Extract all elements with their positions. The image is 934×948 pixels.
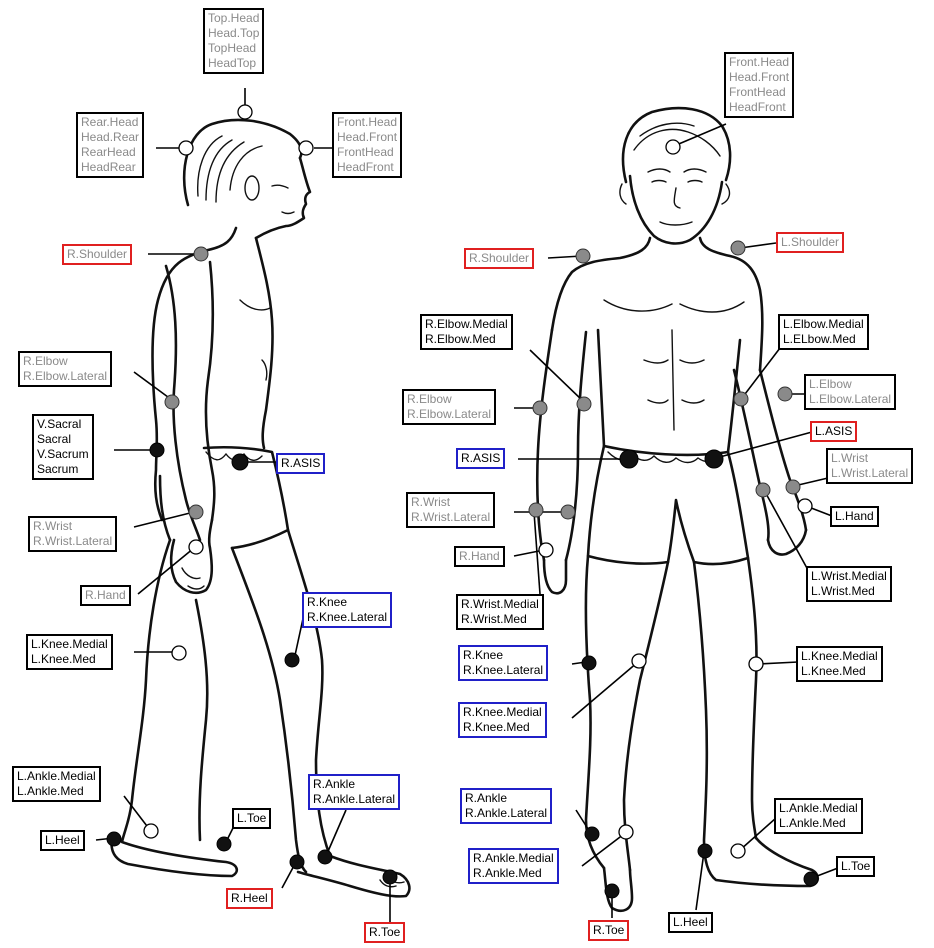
side-l-ankle-medial-marker [144,824,158,838]
front-r-ankle-medial-marker [619,825,633,839]
side-l-knee-medial-marker [172,646,186,660]
front-label-l-wrist: L.Wrist L.Wrist.Lateral [826,448,913,484]
side-label-l-ankle-medial: L.Ankle.Medial L.Ankle.Med [12,766,101,802]
side-label-r-elbow: R.Elbow R.Elbow.Lateral [18,351,112,387]
front-label-l-elbow-medial: L.Elbow.Medial L.ELbow.Med [778,314,869,350]
side-l-heel-marker [107,832,121,846]
front-label-r-elbow: R.Elbow R.Elbow.Lateral [402,389,496,425]
front-r-knee-marker [582,656,596,670]
front-front-head-marker [666,140,680,154]
front-label-r-knee: R.Knee R.Knee.Lateral [458,645,548,681]
front-label-r-wrist-medial: R.Wrist.Medial R.Wrist.Med [456,594,544,630]
side-label-r-wrist: R.Wrist R.Wrist.Lateral [28,516,117,552]
side-r-shoulder-marker [194,247,208,261]
front-label-l-toe: L.Toe [836,856,875,877]
side-r-ankle-marker [318,850,332,864]
front-l-toe-marker [804,872,818,886]
side-front-head-marker [299,141,313,155]
side-r-elbow-marker [165,395,179,409]
front-r-elbow-medial-marker [577,397,591,411]
front-label-r-ankle-medial: R.Ankle.Medial R.Ankle.Med [468,848,559,884]
side-r-toe-marker [383,870,397,884]
side-r-knee-marker [285,653,299,667]
front-r-elbow-marker [533,401,547,415]
front-l-knee-medial-marker [749,657,763,671]
front-r-ankle-marker [585,827,599,841]
front-label-l-knee-medial: L.Knee.Medial L.Knee.Med [796,646,883,682]
front-r-wrist-marker [529,503,543,517]
front-label-l-shoulder: L.Shoulder [776,232,844,253]
side-label-r-ankle: R.Ankle R.Ankle.Lateral [308,774,400,810]
side-label-r-heel: R.Heel [226,888,273,909]
side-label-l-heel: L.Heel [40,830,85,851]
front-label-l-asis: L.ASIS [810,421,857,442]
side-label-v-sacral: V.Sacral Sacral V.Sacrum Sacrum [32,414,94,480]
side-label-r-knee: R.Knee R.Knee.Lateral [302,592,392,628]
side-label-r-toe: R.Toe [364,922,405,943]
front-label-r-knee-medial: R.Knee.Medial R.Knee.Med [458,702,547,738]
side-label-l-toe: L.Toe [232,808,271,829]
front-label-r-wrist: R.Wrist R.Wrist.Lateral [406,492,495,528]
side-label-rear-head: Rear.Head Head.Rear RearHead HeadRear [76,112,144,178]
front-label-r-toe: R.Toe [588,920,629,941]
side-v-sacral-marker [150,443,164,457]
front-label-r-shoulder: R.Shoulder [464,248,534,269]
front-r-hand-marker [539,543,553,557]
side-label-front-head: Front.Head Head.Front FrontHead HeadFron… [332,112,402,178]
front-r-shoulder-marker [576,249,590,263]
front-label-front-head: Front.Head Head.Front FrontHead HeadFron… [724,52,794,118]
front-r-asis-marker [620,450,638,468]
front-l-elbow-medial-marker [734,392,748,406]
front-label-l-heel: L.Heel [668,912,713,933]
side-label-r-hand: R.Hand [80,585,131,606]
front-r-knee-medial-marker [632,654,646,668]
front-label-r-ankle: R.Ankle R.Ankle.Lateral [460,788,552,824]
front-l-elbow-marker [778,387,792,401]
side-r-wrist-marker [189,505,203,519]
front-label-r-hand: R.Hand [454,546,505,567]
front-l-hand-marker [798,499,812,513]
side-rear-head-marker [179,141,193,155]
front-l-ankle-medial-marker [731,844,745,858]
side-top-head-marker [238,105,252,119]
front-l-wrist-marker [786,480,800,494]
front-label-l-elbow: L.Elbow L.Elbow.Lateral [804,374,896,410]
side-label-r-shoulder: R.Shoulder [62,244,132,265]
front-r-toe-marker [605,884,619,898]
side-r-asis-marker [232,454,248,470]
front-label-r-asis: R.ASIS [456,448,505,469]
front-l-asis-marker [705,450,723,468]
front-l-heel-marker [698,844,712,858]
front-label-r-elbow-medial: R.Elbow.Medial R.Elbow.Med [420,314,513,350]
side-label-l-knee-medial: L.Knee.Medial L.Knee.Med [26,634,113,670]
front-l-wrist-medial-marker [756,483,770,497]
front-label-l-hand: L.Hand [830,506,879,527]
front-l-shoulder-marker [731,241,745,255]
side-r-heel-marker [290,855,304,869]
side-label-r-asis: R.ASIS [276,453,325,474]
side-r-hand-marker [189,540,203,554]
front-label-l-ankle-medial: L.Ankle.Medial L.Ankle.Med [774,798,863,834]
front-label-l-wrist-medial: L.Wrist.Medial L.Wrist.Med [806,566,892,602]
side-l-toe-marker [217,837,231,851]
front-view-body-outline [537,108,818,911]
front-r-wrist-medial-marker [561,505,575,519]
side-label-top-head: Top.Head Head.Top TopHead HeadTop [203,8,264,74]
